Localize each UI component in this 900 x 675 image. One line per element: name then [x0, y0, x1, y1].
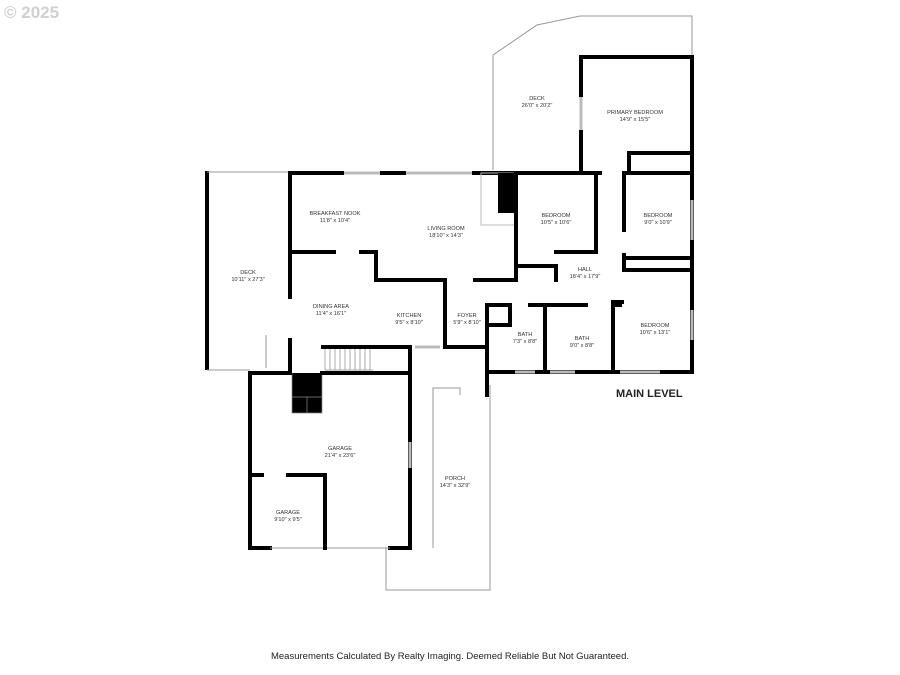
- svg-text:BATH: BATH: [575, 336, 590, 342]
- svg-text:BEDROOM: BEDROOM: [644, 213, 673, 219]
- svg-text:DECK: DECK: [529, 96, 545, 102]
- svg-text:KITCHEN: KITCHEN: [397, 313, 422, 319]
- svg-text:HALL: HALL: [578, 267, 592, 273]
- svg-text:LIVING ROOM: LIVING ROOM: [427, 226, 465, 232]
- svg-text:5'9" x 8'10": 5'9" x 8'10": [453, 320, 481, 326]
- svg-text:9'10" x 9'5": 9'10" x 9'5": [274, 517, 302, 523]
- svg-text:BREAKFAST NOOK: BREAKFAST NOOK: [310, 211, 361, 217]
- svg-text:BEDROOM: BEDROOM: [542, 213, 571, 219]
- svg-text:11'4" x 16'1": 11'4" x 16'1": [316, 311, 346, 317]
- svg-text:18'4" x 17'9": 18'4" x 17'9": [570, 274, 601, 280]
- svg-text:26'0" x 20'2": 26'0" x 20'2": [522, 103, 553, 109]
- svg-text:21'4" x 23'6": 21'4" x 23'6": [325, 453, 356, 459]
- svg-text:GARAGE: GARAGE: [328, 446, 352, 452]
- svg-text:PRIMARY BEDROOM: PRIMARY BEDROOM: [607, 110, 663, 116]
- svg-text:10'11" x 27'3": 10'11" x 27'3": [231, 277, 264, 283]
- svg-text:9'5" x 8'10": 9'5" x 8'10": [395, 320, 423, 326]
- svg-text:BATH: BATH: [518, 332, 533, 338]
- svg-text:9'0" x 10'9": 9'0" x 10'9": [644, 220, 672, 226]
- svg-text:FOYER: FOYER: [457, 313, 476, 319]
- svg-text:7'3" x 8'8": 7'3" x 8'8": [513, 339, 537, 345]
- svg-text:11'8" x 10'4": 11'8" x 10'4": [320, 218, 350, 224]
- svg-text:PORCH: PORCH: [445, 476, 465, 482]
- svg-text:14'9" x 15'5": 14'9" x 15'5": [620, 117, 651, 123]
- walls: [205, 15, 694, 591]
- svg-text:10'6" x 13'1": 10'6" x 13'1": [640, 330, 671, 336]
- svg-text:BEDROOM: BEDROOM: [641, 323, 670, 329]
- level-label: MAIN LEVEL: [616, 388, 683, 400]
- svg-text:9'0" x 8'8": 9'0" x 8'8": [570, 343, 594, 349]
- svg-text:DINING AREA: DINING AREA: [313, 304, 349, 310]
- stairs: [291, 349, 373, 414]
- svg-text:10'5" x 10'6": 10'5" x 10'6": [541, 220, 572, 226]
- svg-text:18'10" x 14'3": 18'10" x 14'3": [429, 233, 463, 239]
- svg-text:DECK: DECK: [240, 270, 256, 276]
- svg-text:14'3" x 32'9": 14'3" x 32'9": [440, 483, 471, 489]
- disclaimer: Measurements Calculated By Realty Imagin…: [270, 651, 630, 662]
- svg-text:GARAGE: GARAGE: [276, 510, 300, 516]
- copyright-watermark: © 2025: [4, 3, 60, 22]
